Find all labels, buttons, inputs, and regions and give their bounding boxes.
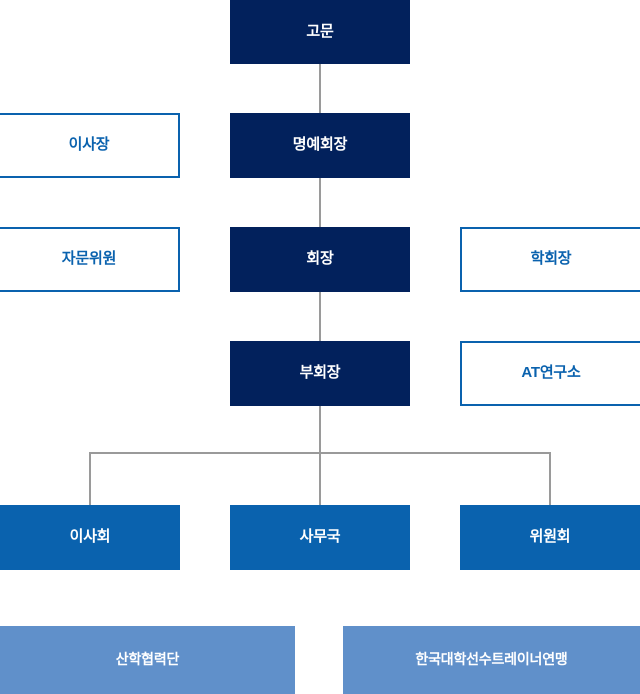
connector-horizontal-bus (90, 452, 551, 454)
connector-bus-to-committee (549, 452, 551, 505)
connector-bus-to-board (89, 452, 91, 505)
node-at-research-institute[interactable]: AT연구소 (460, 341, 640, 406)
node-vice-president[interactable]: 부회장 (230, 341, 410, 406)
node-chairman-of-board[interactable]: 이사장 (0, 113, 180, 178)
connector-honorary-to-president (319, 178, 321, 227)
node-committee[interactable]: 위원회 (460, 505, 640, 570)
node-honorary-president[interactable]: 명예회장 (230, 113, 410, 178)
node-industry-cooperation[interactable]: 산학협력단 (0, 626, 295, 694)
node-society-president[interactable]: 학회장 (460, 227, 640, 292)
node-secretariat[interactable]: 사무국 (230, 505, 410, 570)
connector-advisor-to-honorary (319, 64, 321, 113)
connector-president-to-vice-president (319, 292, 321, 341)
node-advisor[interactable]: 고문 (230, 0, 410, 64)
node-advisory-committee[interactable]: 자문위원 (0, 227, 180, 292)
node-president[interactable]: 회장 (230, 227, 410, 292)
node-trainer-federation[interactable]: 한국대학선수트레이너연맹 (343, 626, 640, 694)
node-board-of-directors[interactable]: 이사회 (0, 505, 180, 570)
connector-vice-president-down (319, 406, 321, 505)
